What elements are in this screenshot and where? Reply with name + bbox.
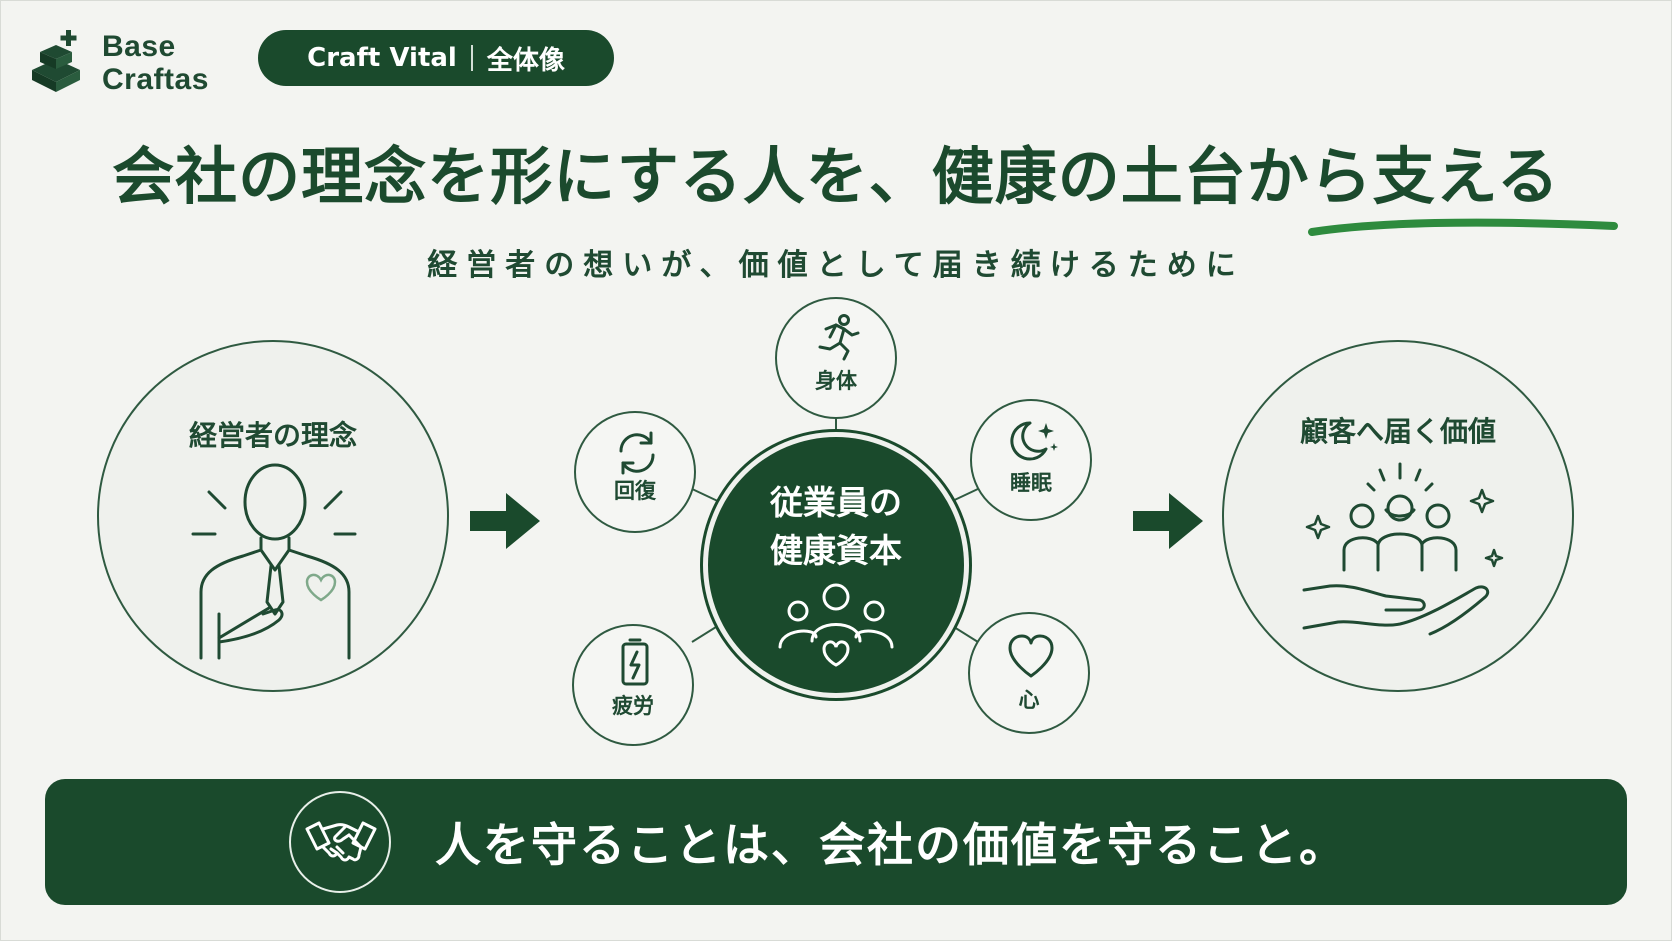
- customer-value-label: 顧客へ届く価値: [1299, 415, 1496, 448]
- hub-line-2: 健康資本: [770, 531, 902, 570]
- running-person-icon: [818, 314, 860, 361]
- team-heart-icon: [778, 583, 894, 667]
- executive-heart-icon: [191, 463, 357, 660]
- page-subtitle: 経営者の想いが、価値として届き続けるために: [427, 248, 1245, 283]
- brand-line-1: Base: [102, 30, 176, 63]
- satellite-fatigue-label: 疲労: [612, 694, 654, 718]
- page-title: 会社の理念を形にする人を、健康の土台から支える: [112, 140, 1560, 213]
- tag-product: Craft Vital: [307, 43, 457, 73]
- satellite-sleep-label: 睡眠: [1010, 471, 1052, 495]
- health-capital-hub: 従業員の 健康資本: [708, 437, 964, 693]
- handshake-badge: [289, 791, 391, 893]
- heart-icon: [1008, 634, 1054, 678]
- tag-separator: [470, 45, 473, 71]
- battery-icon: [621, 638, 649, 686]
- tag-section: 全体像: [486, 45, 565, 76]
- refresh-icon: [619, 431, 655, 475]
- cube-logo-icon: [32, 30, 80, 92]
- moon-icon: [1010, 421, 1058, 461]
- satellite-body-label: 身体: [815, 369, 857, 393]
- arrow-right-icon: [470, 493, 540, 549]
- satellite-fatigue: 疲労: [572, 624, 694, 746]
- arrow-right-icon: [1133, 493, 1203, 549]
- hub-connectors: [689, 408, 981, 643]
- brand-name: Base Craftas: [102, 30, 209, 96]
- people-in-hand-icon: [1302, 462, 1504, 636]
- hub-title: 従業員の 健康資本: [708, 479, 964, 575]
- founder-philosophy-circle: 経営者の理念: [97, 340, 449, 692]
- founder-philosophy-label: 経営者の理念: [188, 419, 357, 452]
- message-banner: 人を守ることは、会社の価値を守ること。: [45, 779, 1627, 905]
- brand-line-2: Craftas: [102, 63, 209, 96]
- brush-underline: [1308, 218, 1618, 236]
- banner-message: 人を守ることは、会社の価値を守ること。: [435, 818, 1347, 872]
- satellite-recovery: 回復: [574, 411, 696, 533]
- hub-line-1: 従業員の: [770, 483, 902, 522]
- satellite-sleep: 睡眠: [970, 399, 1092, 521]
- satellite-body: 身体: [775, 297, 897, 419]
- satellite-mind: 心: [968, 612, 1090, 734]
- handshake-icon: [305, 821, 377, 862]
- section-tag: Craft Vital 全体像: [258, 30, 614, 86]
- brand-logo: Base Craftas: [26, 26, 236, 96]
- satellite-recovery-label: 回復: [614, 479, 656, 503]
- customer-value-circle: 顧客へ届く価値: [1222, 340, 1574, 692]
- satellite-mind-label: 心: [1018, 688, 1040, 712]
